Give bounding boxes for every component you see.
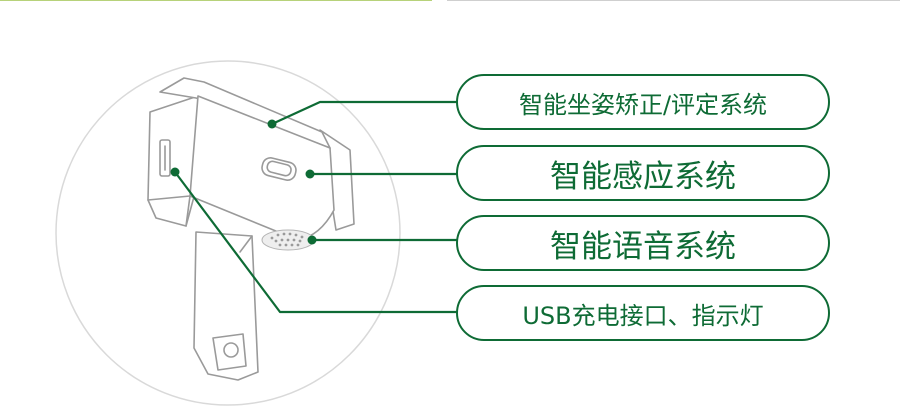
device-sketch — [147, 77, 355, 381]
background-circle — [55, 60, 401, 406]
usb-port — [159, 139, 171, 177]
label-usb-text: USB充电接口、指示灯 — [522, 301, 764, 330]
label-sensing-system: 智能感应系统 — [456, 145, 830, 201]
label-voice-system: 智能语音系统 — [456, 215, 830, 271]
label-usb-port: USB充电接口、指示灯 — [456, 285, 830, 341]
leader-line-usb — [173, 170, 459, 314]
label-voice-text: 智能语音系统 — [550, 228, 736, 265]
callout-dot-posture — [267, 119, 277, 129]
leader-line-posture — [270, 100, 459, 126]
top-rule-accent — [0, 0, 432, 1]
stand-button — [223, 342, 239, 358]
speaker-holes — [270, 232, 304, 247]
label-posture-text: 智能坐姿矫正/评定系统 — [518, 90, 768, 119]
sensor-window — [261, 157, 297, 181]
callout-dot-voice — [307, 235, 317, 245]
callout-dot-usb — [170, 167, 180, 177]
label-posture-system: 智能坐姿矫正/评定系统 — [456, 74, 830, 130]
callout-dot-sensing — [305, 169, 315, 179]
top-rule-gray — [447, 0, 900, 1]
label-sensing-text: 智能感应系统 — [550, 158, 736, 195]
